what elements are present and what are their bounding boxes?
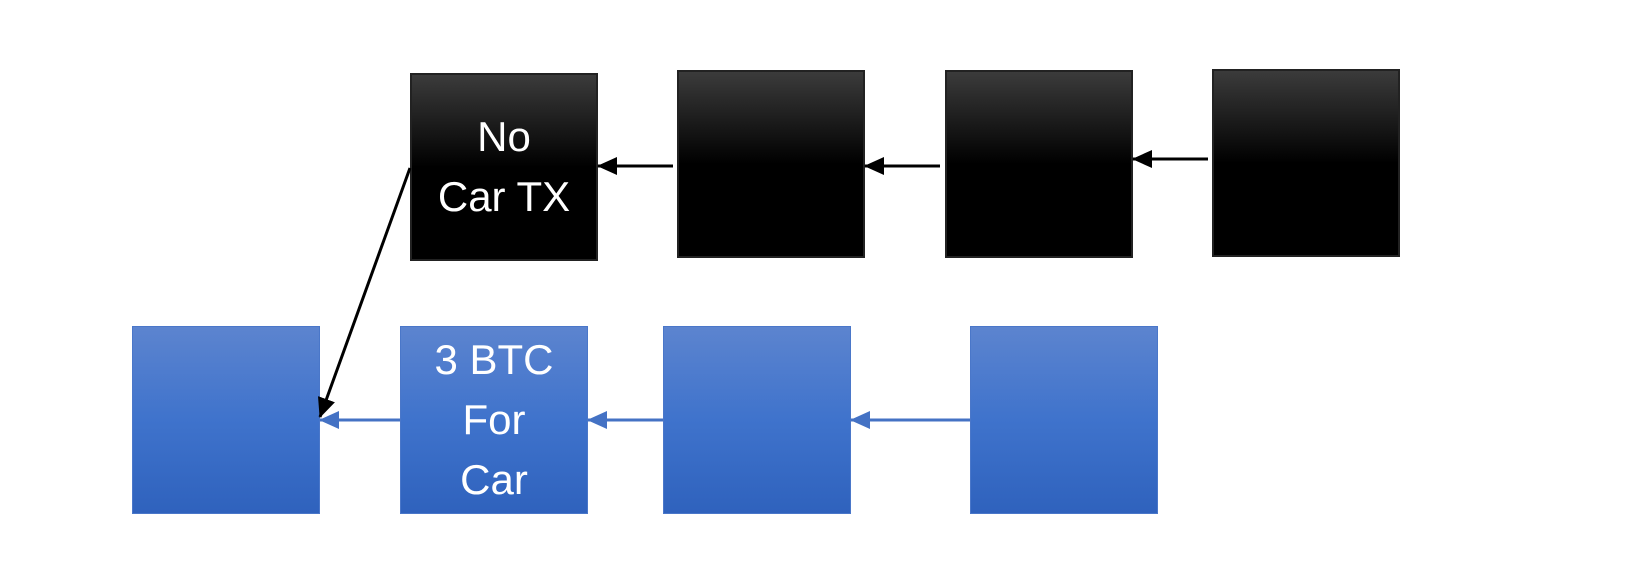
top-block-1-line-2: Car TX [437, 173, 571, 220]
top-block-4 [1212, 69, 1400, 257]
top-block-1-line-1: No [477, 113, 531, 160]
bottom-block-2-line-1: 3 BTC [434, 336, 554, 383]
bottom-block-1 [132, 326, 320, 514]
bottom-block-2: 3 BTC For Car [400, 326, 588, 514]
top-block-1: No Car TX [410, 73, 598, 261]
bottom-block-2-line-3: Car [460, 456, 528, 503]
bottom-block-2-line-2: For [462, 396, 526, 443]
arrow-fork-top-to-bottom [317, 167, 412, 418]
bottom-block-4 [970, 326, 1158, 514]
bottom-block-3 [663, 326, 851, 514]
